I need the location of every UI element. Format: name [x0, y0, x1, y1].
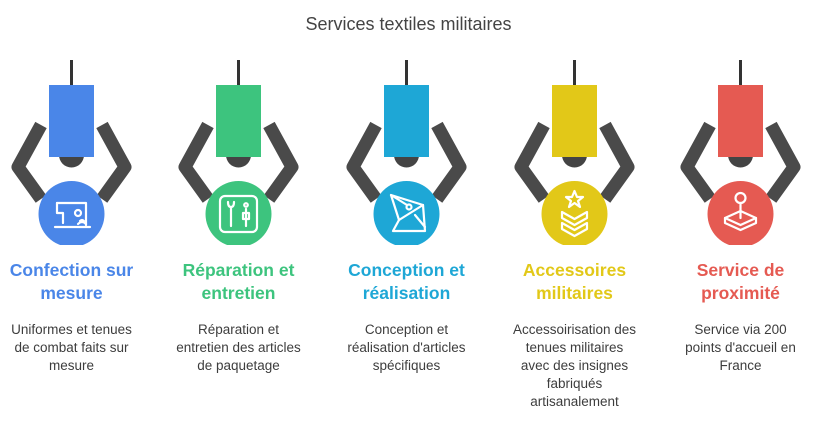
- desc-line: Accessoirisation des: [512, 322, 637, 337]
- heading-line: proximité: [701, 283, 780, 303]
- service-card-accessoires: Accessoires militaires Accessoirisation …: [493, 0, 656, 422]
- desc-line: Conception et: [364, 322, 449, 337]
- tools-icon: [218, 194, 259, 234]
- military-rank-icon: [560, 189, 589, 238]
- heading-line: Service de: [696, 260, 785, 280]
- claw-graphic: [11, 60, 132, 245]
- desc-line: points d'accueil en: [685, 340, 796, 355]
- service-card-reparation: Réparation et entretien Réparation et en…: [157, 0, 320, 422]
- desc-line: entretien des articles: [176, 340, 301, 355]
- sewing-machine-icon: [53, 201, 92, 229]
- desc-line: spécifiques: [372, 358, 441, 373]
- heading-line: Accessoires: [522, 260, 627, 280]
- icon-circle: [205, 181, 272, 245]
- icon-circle: [38, 181, 105, 245]
- pen-tool-icon: [389, 193, 427, 233]
- map-pin-icon: [723, 191, 758, 232]
- icon-circle: [541, 181, 608, 245]
- desc-line: Uniformes et tenues: [11, 322, 132, 337]
- claw-graphic: [346, 60, 467, 245]
- desc-line: avec des insignes: [520, 358, 629, 373]
- heading-line: entretien: [201, 283, 276, 303]
- heading-line: Confection sur: [9, 260, 134, 280]
- desc-line: de combat faits sur: [14, 340, 129, 355]
- desc-line: mesure: [48, 358, 94, 373]
- desc-line: artisanalement: [530, 394, 619, 409]
- heading-line: militaires: [536, 283, 613, 303]
- page-title: Services textiles militaires: [305, 14, 512, 34]
- heading-line: Conception et: [348, 260, 465, 280]
- claw-graphic: [680, 60, 801, 245]
- desc-line: de paquetage: [197, 358, 280, 373]
- service-card-proximite: Service de proximité Service via 200 poi…: [659, 0, 817, 422]
- desc-line: France: [719, 358, 762, 373]
- heading-line: Réparation et: [182, 260, 295, 280]
- desc-line: réalisation d'articles: [347, 340, 466, 355]
- desc-line: Service via 200: [694, 322, 787, 337]
- claw-graphic: [514, 60, 635, 245]
- desc-line: fabriqués: [546, 376, 603, 391]
- desc-line: tenues militaires: [525, 340, 624, 355]
- desc-line: Réparation et: [197, 322, 280, 337]
- icon-circle: [373, 181, 440, 245]
- heading-line: mesure: [40, 283, 103, 303]
- service-card-conception: Conception et réalisation Conception et …: [325, 0, 488, 422]
- claw-graphic: [178, 60, 299, 245]
- service-card-confection: Confection sur mesure Uniformes et tenue…: [0, 0, 153, 422]
- heading-line: réalisation: [362, 283, 451, 303]
